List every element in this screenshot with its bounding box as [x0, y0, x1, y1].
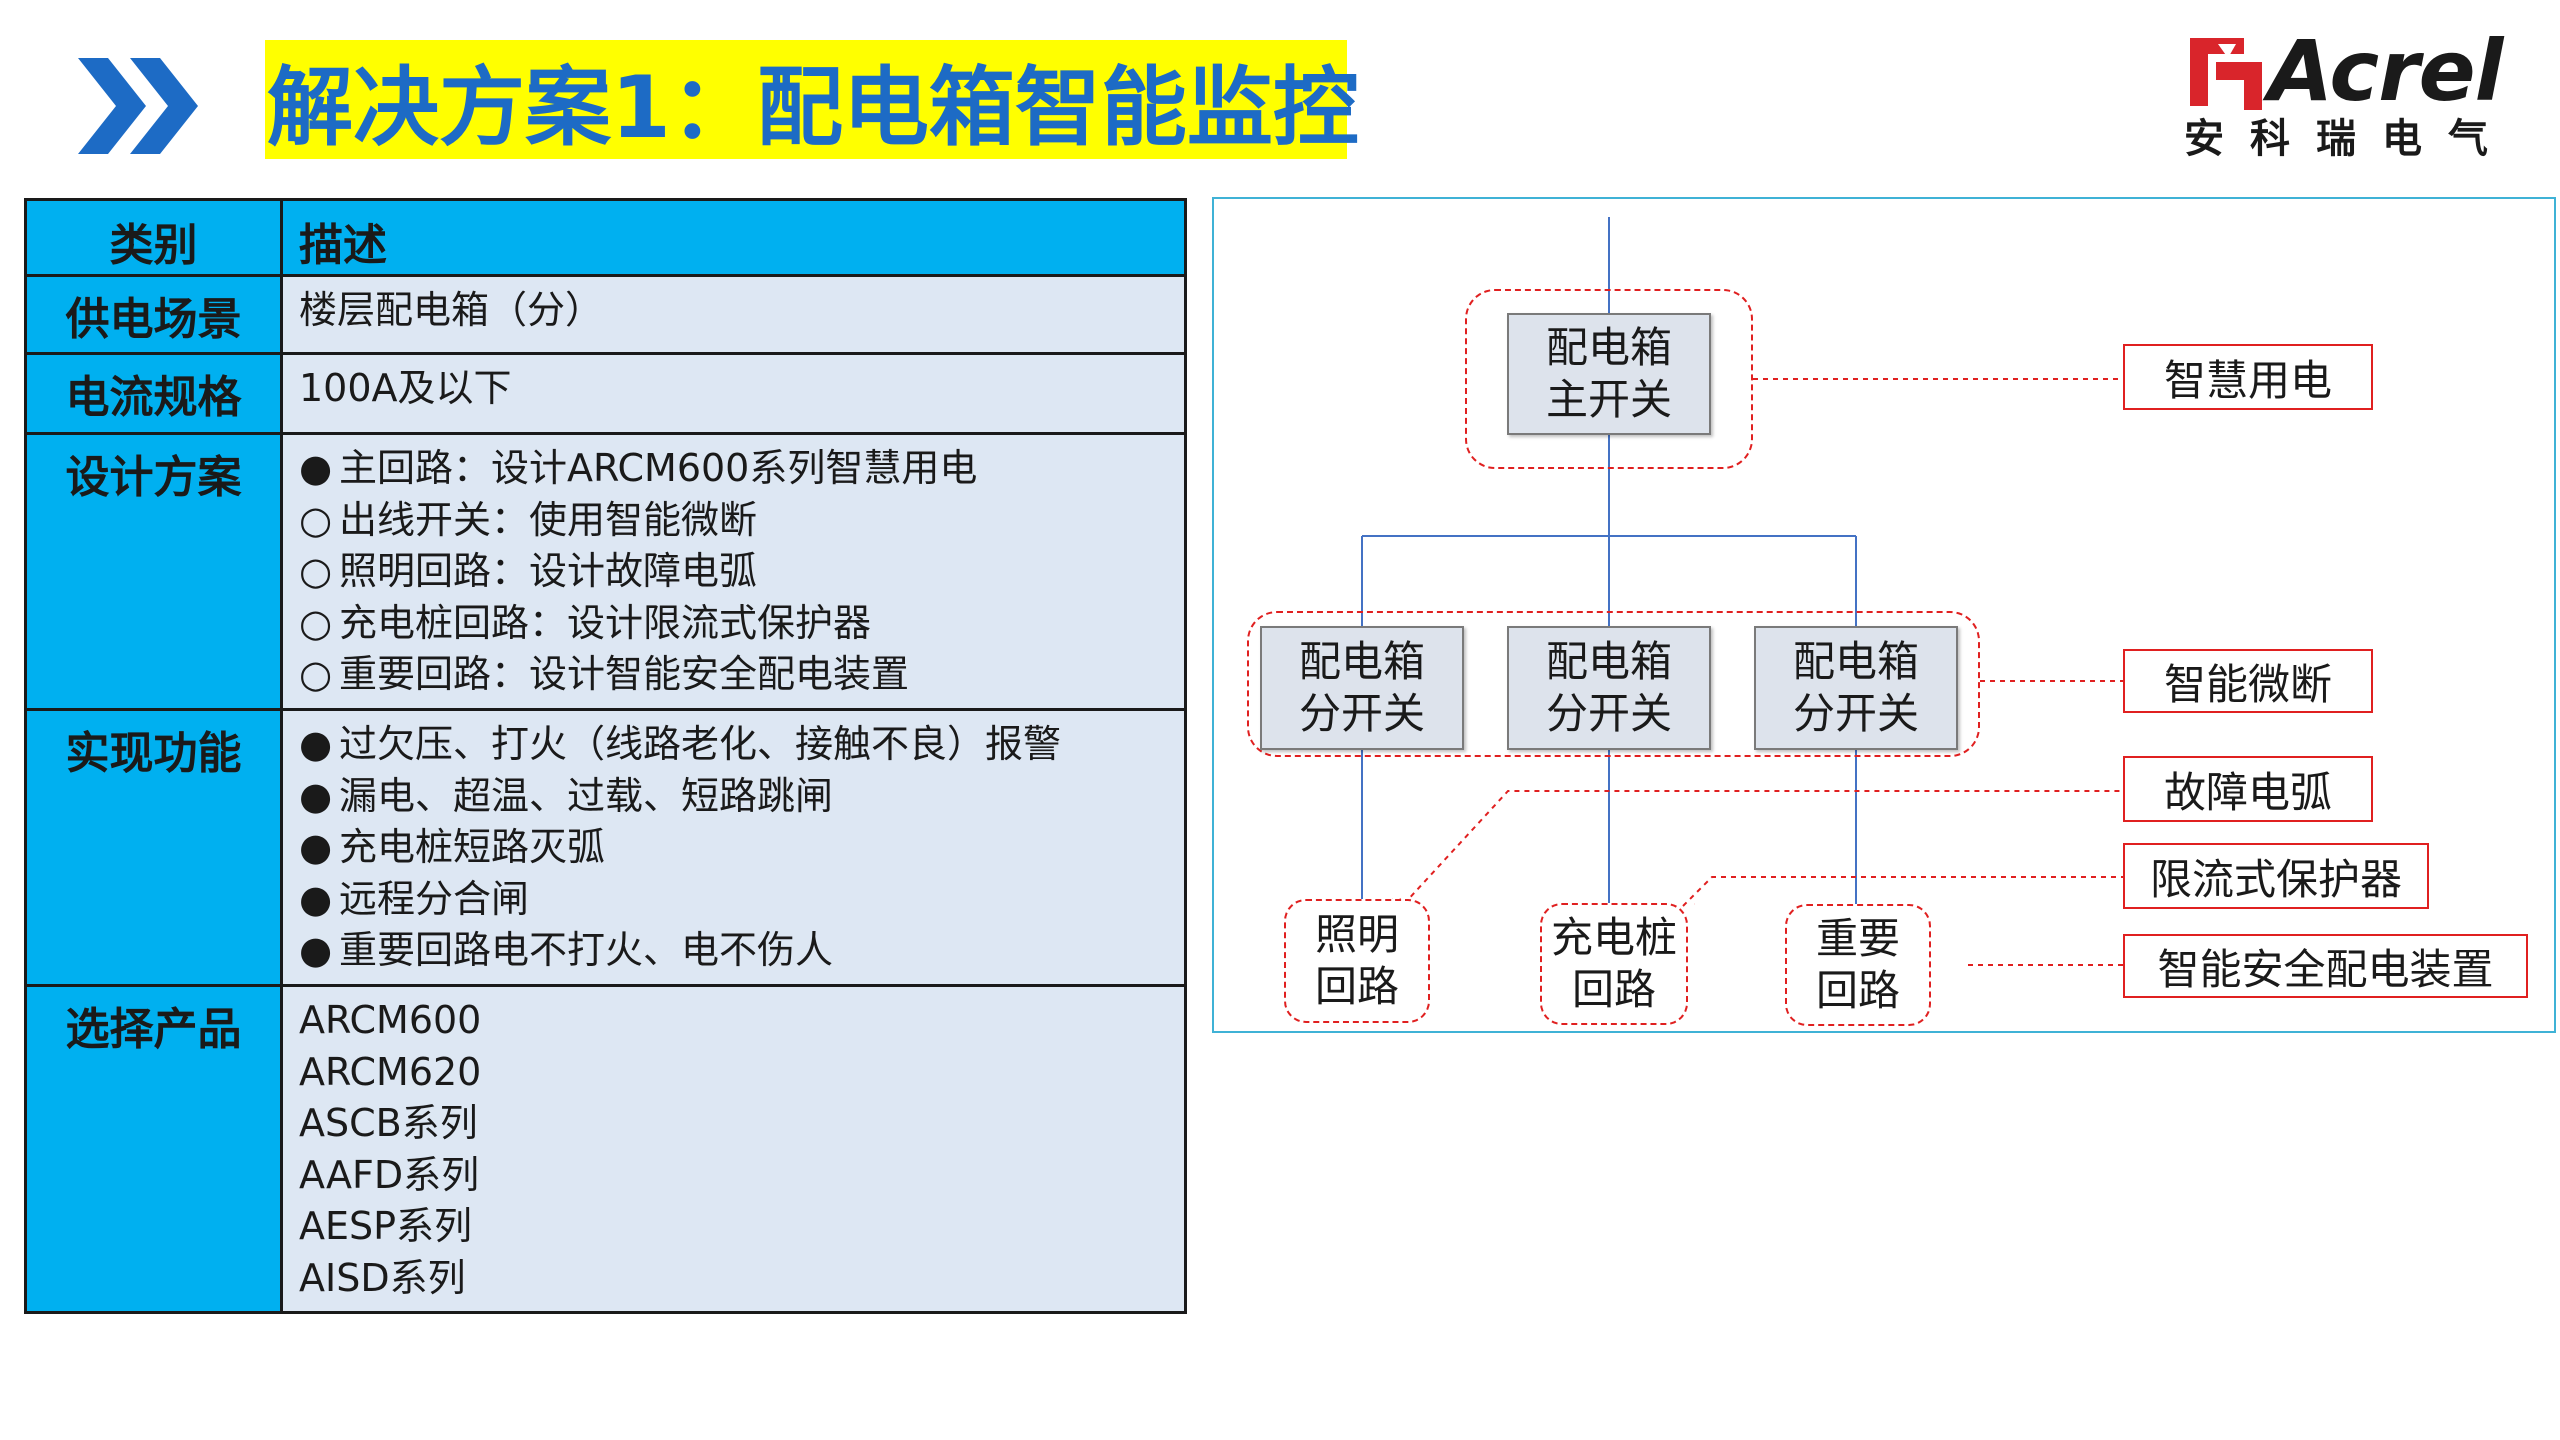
product-item: ARCM620	[299, 1049, 482, 1094]
circuit-line: 重要	[1815, 914, 1900, 963]
solution-table: 类别 描述 供电场景 楼层配电箱（分） 电流规格 100A及以下 设计方案 ●主…	[24, 198, 1187, 1314]
row-category: 供电场景	[24, 274, 283, 355]
row-description: ●主回路：设计ARCM600系列智慧用电 ○出线开关：使用智能微断 ○照明回路：…	[280, 432, 1187, 711]
line-text: 照明回路：设计故障电弧	[339, 549, 758, 593]
label-current-limiter: 限流式保护器	[2123, 843, 2429, 909]
title-banner: 解决方案1：配电箱智能监控	[265, 40, 1359, 159]
circuit-lighting: 照明 回路	[1284, 899, 1430, 1023]
description-line: ●主回路：设计ARCM600系列智慧用电	[299, 443, 1184, 495]
bullet-hollow-icon: ○	[299, 600, 333, 645]
row-category: 实现功能	[24, 708, 283, 987]
line-text: 漏电、超温、过载、短路跳闸	[339, 773, 834, 818]
diagram-connectors	[1361, 217, 2132, 966]
product-item: ARCM600	[299, 998, 482, 1042]
line-text: 远程分合闸	[339, 876, 530, 921]
line-text: 主回路：设计ARCM600系列智慧用电	[339, 446, 978, 490]
node-line: 分开关	[1792, 689, 1919, 738]
bullet-filled-icon: ●	[299, 928, 333, 972]
description-line: ●漏电、超温、过载、短路跳闸	[299, 771, 1184, 823]
description-line: ●远程分合闸	[299, 874, 1184, 926]
label-smart-mcb: 智能微断	[2123, 649, 2373, 713]
label-smart-power: 智慧用电	[2123, 344, 2373, 410]
main-switch-node: 配电箱 主开关	[1507, 313, 1711, 435]
product-item: AAFD系列	[299, 1152, 480, 1197]
product-item: AESP系列	[299, 1204, 473, 1248]
branch-switch-callout	[1247, 611, 1980, 757]
table-row: 实现功能 ●过欠压、打火（线路老化、接触不良）报警 ●漏电、超温、过载、短路跳闸…	[24, 708, 1187, 987]
description-line: ○出线开关：使用智能微断	[299, 495, 1184, 547]
node-line: 配电箱	[1298, 637, 1425, 686]
branch-switch-node: 配电箱 分开关	[1754, 626, 1958, 750]
acrel-logo: Acrel 安科瑞电气	[2180, 22, 2520, 162]
row-description: 楼层配电箱（分）	[280, 274, 1187, 355]
table-row: 设计方案 ●主回路：设计ARCM600系列智慧用电 ○出线开关：使用智能微断 ○…	[24, 432, 1187, 711]
node-line: 分开关	[1545, 689, 1672, 738]
header-category: 类别	[24, 198, 283, 277]
table-header-row: 类别 描述	[24, 198, 1187, 277]
line-text: 重要回路：设计智能安全配电装置	[339, 652, 910, 696]
table-row: 选择产品 ARCM600 ARCM620 ASCB系列 AAFD系列 AESP系…	[24, 984, 1187, 1314]
row-category: 选择产品	[24, 984, 283, 1314]
line-text: 充电桩回路：设计限流式保护器	[339, 600, 872, 645]
logo-mark-icon	[2190, 38, 2262, 110]
branch-switch-node: 配电箱 分开关	[1260, 626, 1464, 750]
row-category: 设计方案	[24, 432, 283, 711]
distribution-diagram: 配电箱 主开关 智慧用电 配电箱 分开关 配电箱 分开关 配电箱 分开关 智能微…	[1212, 197, 2556, 1033]
row-description: ●过欠压、打火（线路老化、接触不良）报警 ●漏电、超温、过载、短路跳闸 ●充电桩…	[280, 708, 1187, 987]
circuit-charging-pile: 充电桩 回路	[1540, 903, 1688, 1025]
circuit-line: 回路	[1571, 965, 1656, 1014]
line-text: 过欠压、打火（线路老化、接触不良）报警	[339, 722, 1062, 766]
bullet-filled-icon: ●	[299, 722, 333, 766]
description-line: ●重要回路电不打火、电不伤人	[299, 925, 1184, 977]
line-text: 重要回路电不打火、电不伤人	[339, 928, 834, 972]
bullet-filled-icon: ●	[299, 825, 333, 869]
bullet-filled-icon: ●	[299, 446, 333, 490]
description-line: 楼层配电箱（分）	[299, 288, 604, 332]
node-line: 主开关	[1545, 375, 1672, 424]
circuit-line: 回路	[1314, 962, 1399, 1011]
bullet-filled-icon: ●	[299, 773, 333, 818]
circuit-line: 照明	[1314, 910, 1399, 959]
node-line: 分开关	[1298, 689, 1425, 738]
row-category: 电流规格	[24, 352, 283, 435]
page-title: 解决方案1：配电箱智能监控	[267, 58, 1359, 158]
label-safety-device: 智能安全配电装置	[2123, 934, 2528, 998]
node-line: 配电箱	[1545, 323, 1672, 372]
circuit-line: 回路	[1815, 966, 1900, 1015]
table-row: 电流规格 100A及以下	[24, 352, 1187, 435]
row-description: ARCM600 ARCM620 ASCB系列 AAFD系列 AESP系列 AIS…	[280, 984, 1187, 1314]
logo-wordmark: Acrel	[2268, 22, 2503, 120]
bullet-filled-icon: ●	[299, 876, 333, 921]
product-item: AISD系列	[299, 1255, 466, 1300]
node-line: 配电箱	[1545, 637, 1672, 686]
description-line: ○照明回路：设计故障电弧	[299, 546, 1184, 598]
row-description: 100A及以下	[280, 352, 1187, 435]
bullet-hollow-icon: ○	[299, 497, 333, 542]
logo-subtitle: 安科瑞电气	[2184, 116, 2514, 162]
description-line: 100A及以下	[299, 366, 512, 410]
description-line: ○充电桩回路：设计限流式保护器	[299, 598, 1184, 650]
label-arc-fault: 故障电弧	[2123, 756, 2373, 822]
bullet-hollow-icon: ○	[299, 549, 333, 593]
node-line: 配电箱	[1792, 637, 1919, 686]
circuit-line: 充电桩	[1550, 913, 1677, 962]
product-item: ASCB系列	[299, 1101, 478, 1145]
line-text: 出线开关：使用智能微断	[339, 497, 758, 542]
table-row: 供电场景 楼层配电箱（分）	[24, 274, 1187, 355]
description-line: ●充电桩短路灭弧	[299, 822, 1184, 874]
bullet-hollow-icon: ○	[299, 652, 333, 696]
description-line: ○重要回路：设计智能安全配电装置	[299, 649, 1184, 701]
double-chevron-icon	[78, 58, 198, 154]
branch-switch-node: 配电箱 分开关	[1507, 626, 1711, 750]
line-text: 充电桩短路灭弧	[339, 825, 606, 869]
description-line: ●过欠压、打火（线路老化、接触不良）报警	[299, 719, 1184, 771]
main-switch-callout	[1465, 289, 1753, 469]
circuit-important: 重要 回路	[1785, 904, 1931, 1026]
header-description: 描述	[280, 198, 1187, 277]
